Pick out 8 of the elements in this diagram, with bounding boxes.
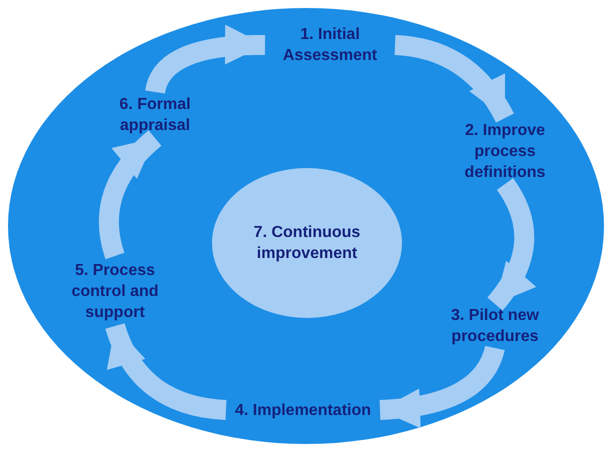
step-label: 7. Continuous improvement: [252, 223, 362, 264]
step-label: 4. Implementation: [234, 400, 372, 420]
step-label: 5. Process control and support: [70, 260, 160, 322]
curved-arrow: [394, 35, 514, 123]
step-label: 2. Improve process definitions: [464, 120, 546, 182]
step-label: 1. Initial Assessment: [282, 25, 378, 66]
step-label: 6. Formal appraisal: [118, 95, 192, 136]
step-label: 3. Pilot new procedures: [450, 306, 540, 347]
